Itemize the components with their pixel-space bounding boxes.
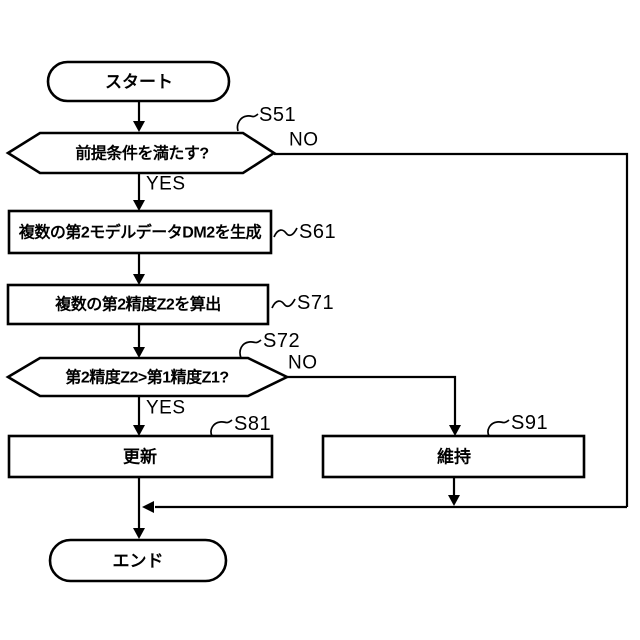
step-label-s71: S71 xyxy=(297,292,334,314)
step-label-s51: S51 xyxy=(259,104,296,126)
update-label: 更新 xyxy=(123,447,157,467)
branch-label-cond1-no: NO xyxy=(289,130,319,151)
step-label-s91: S91 xyxy=(511,412,548,434)
update-process-shape xyxy=(7,434,274,479)
end-label: エンド xyxy=(113,552,164,571)
arrowhead-into-update xyxy=(133,425,145,436)
end-terminal-shape xyxy=(48,538,228,583)
s61-process-shape xyxy=(7,209,273,255)
cond2-label: 第2精度Z2>第1精度Z1? xyxy=(65,368,228,387)
connector-cond2-no xyxy=(287,375,457,426)
leader-s71 xyxy=(271,298,296,309)
arrowhead-into-cond1 xyxy=(133,121,145,132)
arrowhead-into-s61 xyxy=(133,200,145,211)
keep-label: 維持 xyxy=(437,447,471,467)
leader-s61 xyxy=(273,227,298,238)
branch-label-cond2-no: NO xyxy=(288,353,318,374)
arrowhead-into-cond2 xyxy=(133,347,145,358)
cond1-label: 前提条件を満たす? xyxy=(75,144,208,163)
s71-process-shape xyxy=(6,283,270,326)
branch-label-cond1-yes: YES xyxy=(146,174,186,195)
leader-s72 xyxy=(239,339,262,359)
arrowhead-into-end xyxy=(133,528,145,539)
step-label-s81: S81 xyxy=(234,413,271,435)
keep-process-shape xyxy=(321,434,586,479)
leader-s51 xyxy=(236,113,259,132)
arrowhead-into-s71 xyxy=(133,274,145,285)
arrowhead-into-keep xyxy=(449,425,461,436)
arrowhead-merge-left xyxy=(142,501,154,513)
leader-s91 xyxy=(487,419,510,437)
step-label-s61: S61 xyxy=(299,221,336,243)
branch-label-cond2-yes: YES xyxy=(146,398,186,419)
s61-label: 複数の第2モデルデータDM2を生成 xyxy=(18,223,262,242)
start-terminal-shape xyxy=(46,60,231,103)
step-label-s72: S72 xyxy=(263,330,300,352)
cond1-decision-shape xyxy=(5,131,277,175)
s71-label: 複数の第2精度Z2を算出 xyxy=(54,295,221,314)
cond2-decision-shape xyxy=(5,356,290,398)
arrowhead-keep-to-merge xyxy=(448,495,460,506)
leader-s81 xyxy=(210,419,233,437)
connector-cond1-no xyxy=(274,152,629,507)
start-label: スタート xyxy=(105,73,173,92)
